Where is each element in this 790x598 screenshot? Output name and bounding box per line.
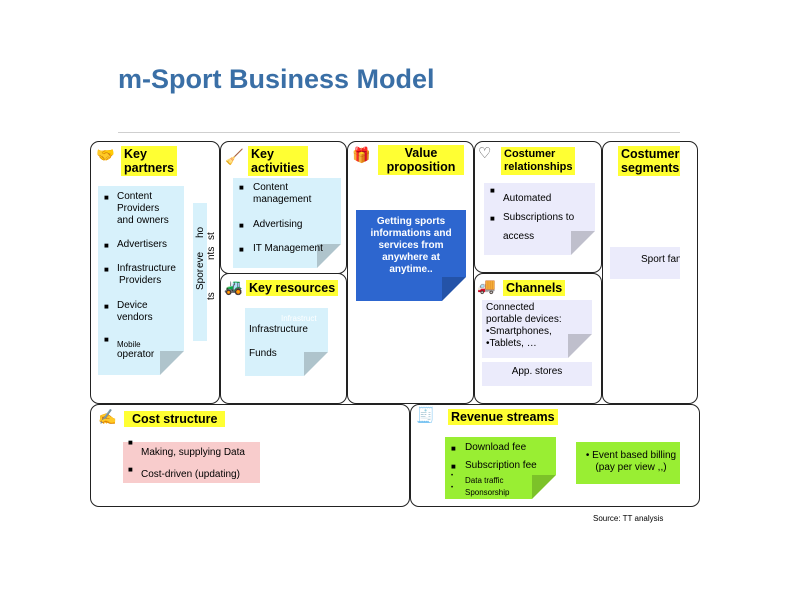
partner-advertisers: Advertisers	[117, 239, 168, 250]
heart-icon: ♡	[478, 145, 492, 162]
customer-relationships-note: ■ Automated ■ Subscriptions to access	[484, 183, 595, 255]
activity-advertising: Advertising	[253, 219, 303, 230]
activity-content-management: Content	[253, 182, 289, 193]
revenue-subscription-fee: Subscription fee	[465, 460, 537, 471]
relationship-automated: Automated	[503, 193, 552, 204]
sport-fans-note: Sport fans	[610, 247, 680, 279]
title-divider	[118, 132, 680, 133]
partners-icon: 🤝	[96, 147, 115, 164]
revenue-streams-header: Revenue streams	[448, 409, 558, 425]
revenue-download-fee: Download fee	[465, 442, 527, 453]
key-partners-note: ■ Content Providers and owners ■ Adverti…	[98, 186, 184, 375]
cost-structure-note: ■ Making, supplying Data ■ Cost-driven (…	[123, 439, 260, 483]
revenue-data-traffic: Data traffic	[465, 476, 504, 485]
resource-funds: Funds	[249, 348, 277, 359]
customer-segments-note-wrap: Sport fans	[610, 247, 680, 279]
relationship-subscriptions: Subscriptions to	[503, 212, 575, 223]
activity-it-management: IT Management	[253, 243, 323, 254]
channels-header: Channels	[503, 280, 566, 296]
resources-icon: 🚜	[224, 279, 243, 296]
cost-structure-header: Cost structure	[124, 411, 226, 427]
page-title: m-Sport Business Model	[118, 64, 435, 94]
event-billing-wrap: • Event based billing (pay per view ,,)	[576, 442, 680, 484]
key-activities-note: ■ Content management ■ Advertising ■ IT …	[233, 178, 341, 268]
revenue-streams-note: ■ Download fee ■ Subscription fee • Data…	[445, 437, 556, 499]
partner-mobile-operator: Mobile	[117, 340, 141, 349]
key-resources-header: Key resources	[246, 280, 339, 296]
cost-driven-updating: Cost-driven (updating)	[141, 469, 240, 480]
sports-event-host-note	[193, 203, 207, 341]
resource-infrastructure: Infrastructure	[249, 324, 308, 335]
partner-device-vendors: Device	[117, 300, 148, 311]
revenue-sponsorship: Sponsorship	[465, 488, 510, 497]
partner-infrastructure: Infrastructure	[117, 263, 176, 274]
channels-note: Connected portable devices: •Smartphones…	[482, 300, 592, 358]
pen-icon: ✍	[98, 409, 117, 426]
value-proposition-note: Getting sports informations and services…	[356, 210, 466, 301]
cost-making-supplying-data: Making, supplying Data	[141, 447, 245, 458]
key-resources-note: Infrastruct Infrastructure Funds	[245, 308, 328, 376]
cash-register-icon: 🧾	[416, 407, 435, 424]
gift-icon: 🎁	[352, 147, 371, 164]
activities-icon: 🧹	[225, 149, 244, 166]
sports-event-host-label: Spor ts eve nts ho st	[195, 226, 217, 300]
partner-content-providers: Content	[117, 191, 153, 202]
truck-icon: 🚚	[477, 278, 496, 295]
source-note: Source: TT analysis	[593, 514, 664, 523]
event-billing-note: • Event based billing (pay per view ,,)	[576, 442, 680, 484]
app-stores-note: App. stores	[482, 362, 592, 386]
